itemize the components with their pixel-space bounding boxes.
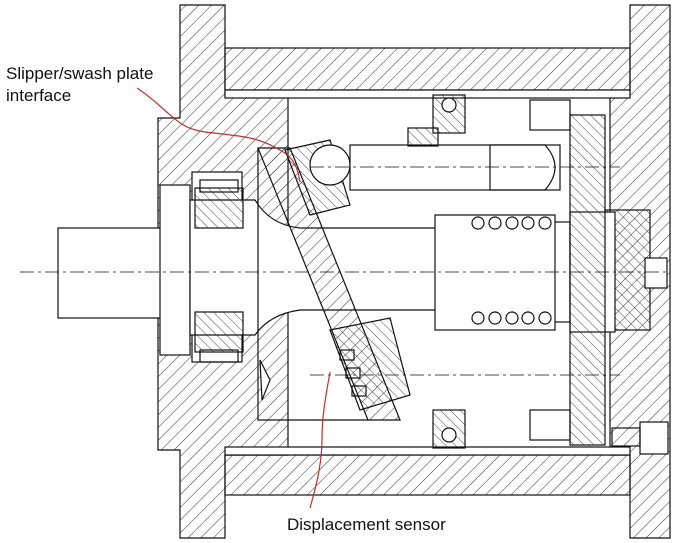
slipper-upper [284, 139, 351, 216]
slipper-swash-plate-label: Slipper/swash plate interface [6, 63, 153, 107]
top-housing-wall [224, 47, 631, 99]
slipper-label-line-1: Slipper/swash plate [6, 64, 154, 83]
seal-ring-bottom [432, 409, 466, 449]
bottom-housing-wall [224, 446, 631, 496]
center-lines [20, 166, 670, 376]
piston-upper [349, 127, 561, 191]
front-bearing [194, 179, 244, 363]
cylinder-block [434, 214, 556, 331]
slipper-lower [329, 317, 411, 411]
rear-port-fitting [611, 421, 669, 455]
slipper-label-line-2: interface [6, 86, 72, 105]
valve-plate [529, 99, 606, 446]
sensor-callout-leader [309, 371, 331, 509]
slipper-callout-leader [136, 87, 301, 183]
displacement-sensor-label: Displacement sensor [287, 515, 446, 534]
seal-ring-top [432, 94, 466, 134]
